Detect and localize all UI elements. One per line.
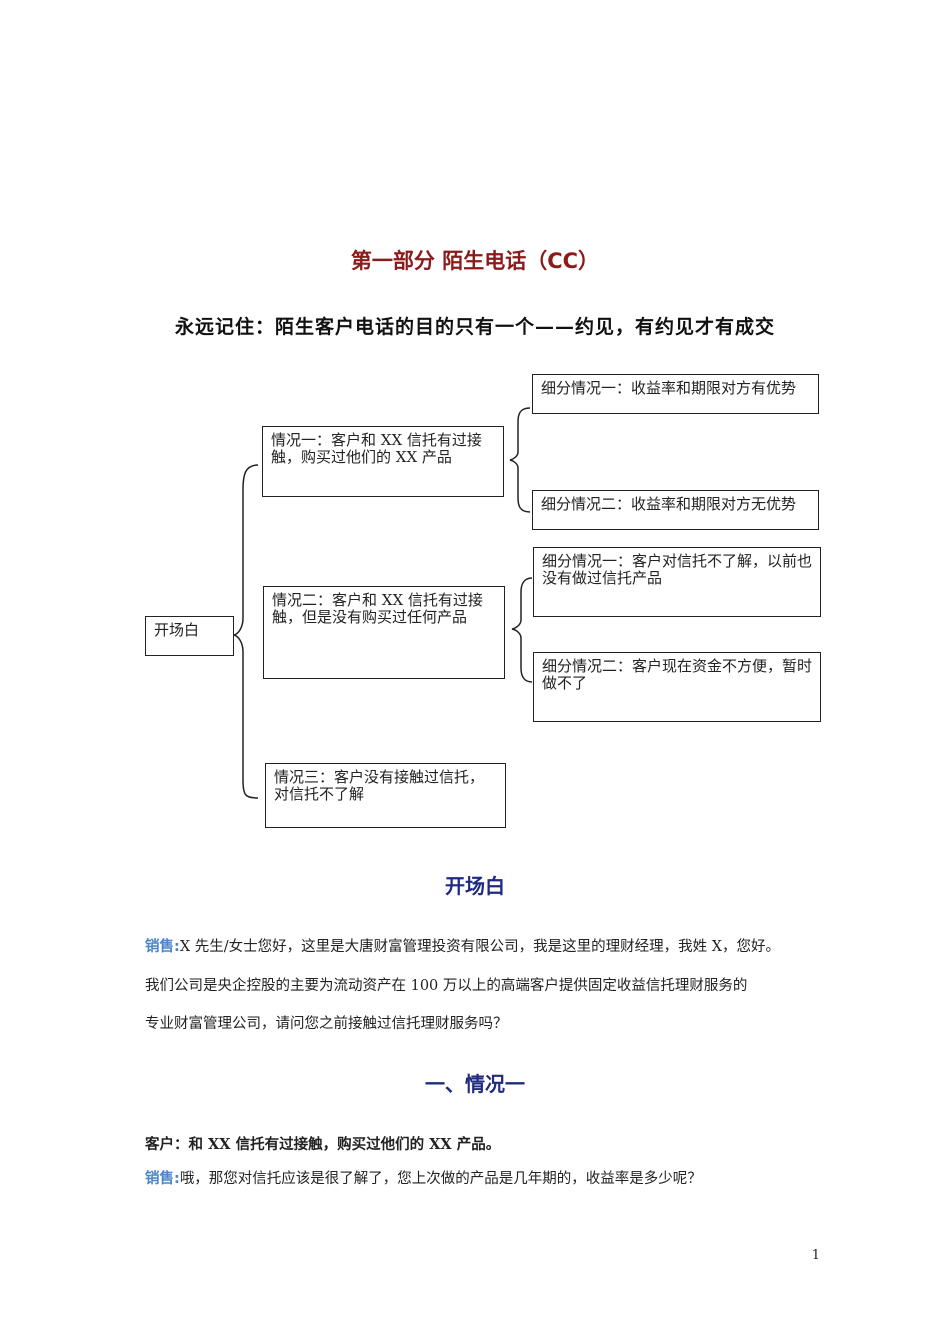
case-one-speaker: 销售: bbox=[145, 1171, 180, 1187]
case1-box: 情况一：客户和 XX 信托有过接触，购买过他们的 XX 产品 bbox=[262, 426, 504, 497]
case2-box: 情况二：客户和 XX 信托有过接触，但是没有购买过任何产品 bbox=[263, 586, 505, 679]
opening-title: 开场白 bbox=[445, 874, 505, 898]
case1-sub1-label: 细分情况一：收益率和期限对方有优势 bbox=[541, 379, 797, 397]
case-one-title: 一、情况一 bbox=[425, 1072, 525, 1096]
case2-sub1-box: 细分情况一：客户对信托不了解，以前也没有做过信托产品 bbox=[533, 547, 821, 617]
main-brace bbox=[233, 464, 259, 799]
case2-brace bbox=[511, 577, 533, 683]
opening-line1-text: X 先生/女士您好，这里是大唐财富管理投资有限公司，我是这里的理财经理，我姓 X… bbox=[179, 939, 781, 955]
case-one-sales-text: 哦，那您对信托应该是很了解了，您上次做的产品是几年期的，收益率是多少呢？ bbox=[179, 1171, 702, 1187]
case3-label: 情况三：客户没有接触过信托，对信托不了解 bbox=[274, 768, 485, 803]
case1-sub1-box: 细分情况一：收益率和期限对方有优势 bbox=[532, 374, 819, 414]
case1-sub2-label: 细分情况二：收益率和期限对方无优势 bbox=[541, 495, 797, 513]
opening-line2: 我们公司是央企控股的主要为流动资产在 100 万以上的高端客户提供固定收益信托理… bbox=[145, 978, 748, 994]
case1-sub2-box: 细分情况二：收益率和期限对方无优势 bbox=[532, 490, 819, 530]
opening-speaker: 销售: bbox=[145, 939, 180, 955]
opening-line3: 专业财富管理公司，请问您之前接触过信托理财服务吗？ bbox=[145, 1016, 508, 1032]
subtitle: 永远记住：陌生客户电话的目的只有一个——约见，有约见才有成交 bbox=[174, 316, 775, 338]
case2-label: 情况二：客户和 XX 信托有过接触，但是没有购买过任何产品 bbox=[272, 591, 483, 626]
case-one-sales-line: 销售:哦，那您对信托应该是很了解了，您上次做的产品是几年期的，收益率是多少呢？ bbox=[145, 1167, 825, 1188]
case-one-customer-line: 客户：和 XX 信托有过接触，购买过他们的 XX 产品。 bbox=[145, 1136, 501, 1153]
root-label: 开场白 bbox=[154, 621, 200, 639]
root-box: 开场白 bbox=[145, 616, 234, 656]
case1-label: 情况一：客户和 XX 信托有过接触，购买过他们的 XX 产品 bbox=[271, 431, 482, 466]
case1-brace bbox=[509, 407, 531, 513]
page-number: 1 bbox=[811, 1248, 820, 1263]
opening-line1: 销售:X 先生/女士您好，这里是大唐财富管理投资有限公司，我是这里的理财经理，我… bbox=[145, 935, 825, 956]
part-title: 第一部分 陌生电话（CC） bbox=[350, 249, 600, 273]
case3-box: 情况三：客户没有接触过信托，对信托不了解 bbox=[265, 763, 506, 828]
case2-sub2-box: 细分情况二：客户现在资金不方便，暂时做不了 bbox=[533, 652, 821, 722]
case2-sub2-label: 细分情况二：客户现在资金不方便，暂时做不了 bbox=[542, 657, 813, 692]
case2-sub1-label: 细分情况一：客户对信托不了解，以前也没有做过信托产品 bbox=[542, 552, 813, 587]
